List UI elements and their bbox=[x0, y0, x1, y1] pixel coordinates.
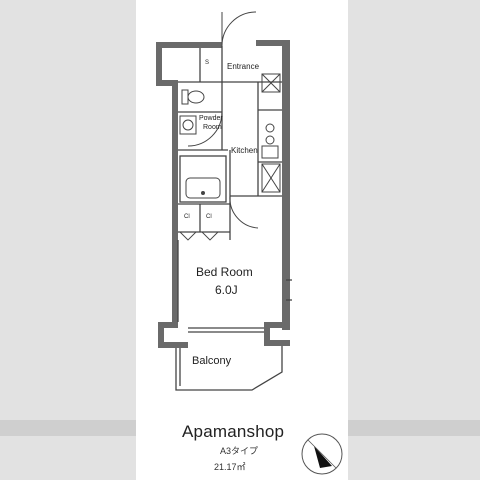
storage-boxes bbox=[261, 73, 281, 193]
bed-room-size-label: 6.0J bbox=[215, 283, 238, 297]
right-gray-panel bbox=[348, 0, 480, 480]
walls bbox=[156, 40, 290, 348]
bathtub-icon bbox=[185, 177, 221, 199]
balcony-label: Balcony bbox=[192, 355, 232, 367]
closet-label-1: Cl bbox=[184, 214, 190, 220]
compass-icon bbox=[301, 433, 343, 475]
powder-room-label-2: Room bbox=[203, 124, 222, 131]
closet-label-2: Cl bbox=[206, 214, 212, 220]
powder-room-label-1: Powder bbox=[199, 115, 223, 122]
toilet-icon bbox=[181, 89, 205, 105]
entrance-label: Entrance bbox=[227, 62, 260, 71]
kitchen-label: Kitchen bbox=[231, 146, 258, 155]
bed-room-label: Bed Room bbox=[196, 265, 253, 279]
interior-lines bbox=[175, 11, 292, 391]
right-footer-band bbox=[348, 420, 480, 436]
sink-icon bbox=[261, 145, 279, 159]
left-footer-band bbox=[0, 420, 136, 436]
washbasin-icon bbox=[179, 115, 197, 135]
stove-icon bbox=[265, 123, 275, 145]
brand-logo: Apamanshop bbox=[182, 422, 285, 441]
unit-type: A3タイプ bbox=[220, 446, 259, 456]
shoe-box-label: S bbox=[205, 60, 210, 66]
left-gray-panel bbox=[0, 0, 136, 480]
unit-area: 21.17㎡ bbox=[214, 462, 246, 472]
